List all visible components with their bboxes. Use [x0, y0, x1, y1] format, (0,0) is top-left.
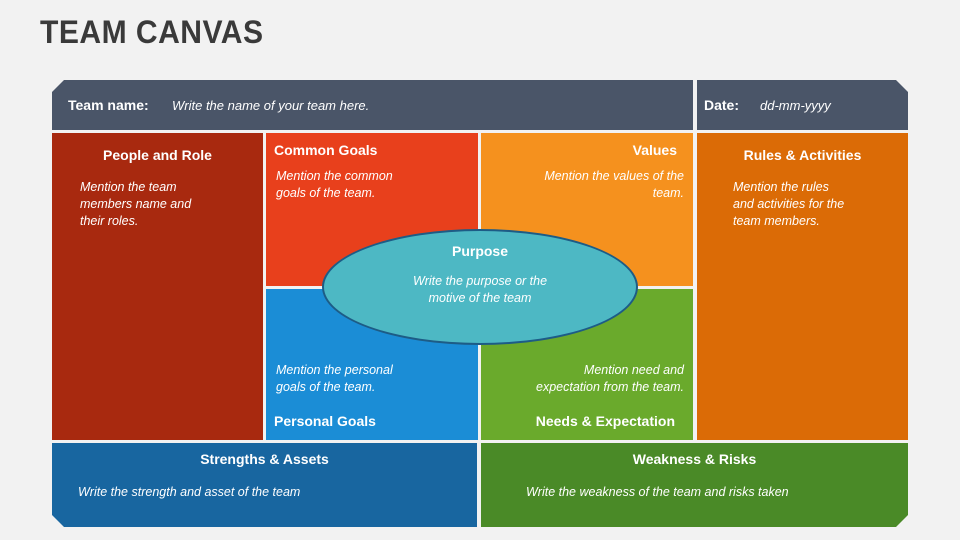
text-line: Mention need and: [583, 363, 684, 377]
people-and-role-section[interactable]: People and Role Mention the team members…: [52, 133, 263, 440]
rules-and-activities-section[interactable]: Rules & Activities Mention the rules and…: [697, 133, 908, 440]
people-and-role-text: Mention the team members name and their …: [80, 179, 191, 230]
text-line: team.: [652, 186, 684, 200]
text-line: Write the purpose or the: [412, 274, 548, 288]
text-line: Mention the team: [80, 180, 177, 194]
text-line: team members.: [733, 214, 820, 228]
text-line: members name and: [80, 197, 192, 211]
needs-and-expectation-title: Needs & Expectation: [535, 413, 675, 429]
common-goals-title: Common Goals: [274, 142, 378, 158]
purpose-title: Purpose: [451, 243, 508, 259]
values-title: Values: [632, 142, 677, 158]
text-line: goals of the team.: [276, 380, 376, 394]
date-value[interactable]: dd-mm-yyyy: [760, 97, 831, 113]
date-bar[interactable]: Date: dd-mm-yyyy: [697, 80, 908, 130]
personal-goals-title: Personal Goals: [274, 413, 376, 429]
purpose-text: Write the purpose or the motive of the t…: [324, 273, 636, 307]
team-name-value[interactable]: Write the name of your team here.: [172, 97, 370, 113]
people-and-role-title: People and Role: [103, 147, 212, 163]
weakness-and-risks-text: Write the weakness of the team and risks…: [526, 485, 789, 499]
page-title: TEAM CANVAS: [40, 14, 264, 50]
text-line: goals of the team.: [276, 186, 376, 200]
text-line: expectation from the team.: [536, 380, 684, 394]
text-line: their roles.: [80, 214, 139, 228]
text-line: Mention the values of the: [544, 169, 684, 183]
personal-goals-text: Mention the personal goals of the team.: [276, 362, 393, 396]
date-label: Date:: [704, 97, 740, 113]
strengths-and-assets-text: Write the strength and asset of the team: [78, 485, 301, 499]
weakness-and-risks-title: Weakness & Risks: [632, 451, 757, 467]
team-name-bar[interactable]: Team name: Write the name of your team h…: [52, 80, 693, 130]
strengths-and-assets-section[interactable]: Strengths & Assets Write the strength an…: [52, 443, 477, 527]
purpose-ellipse[interactable]: Purpose Write the purpose or the motive …: [322, 229, 638, 345]
text-line: Mention the rules: [733, 180, 829, 194]
text-line: Mention the personal: [276, 363, 393, 377]
rules-and-activities-title: Rules & Activities: [743, 147, 862, 163]
needs-and-expectation-text: Mention need and expectation from the te…: [536, 362, 684, 396]
text-line: Mention the common: [276, 169, 393, 183]
rules-and-activities-text: Mention the rules and activities for the…: [733, 179, 844, 230]
common-goals-text: Mention the common goals of the team.: [276, 168, 393, 202]
text-line: and activities for the: [733, 197, 845, 211]
team-name-label: Team name:: [68, 97, 149, 113]
strengths-and-assets-title: Strengths & Assets: [200, 451, 329, 467]
weakness-and-risks-section[interactable]: Weakness & Risks Write the weakness of t…: [481, 443, 908, 527]
text-line: motive of the team: [428, 291, 532, 305]
values-text: Mention the values of the team.: [544, 168, 684, 202]
